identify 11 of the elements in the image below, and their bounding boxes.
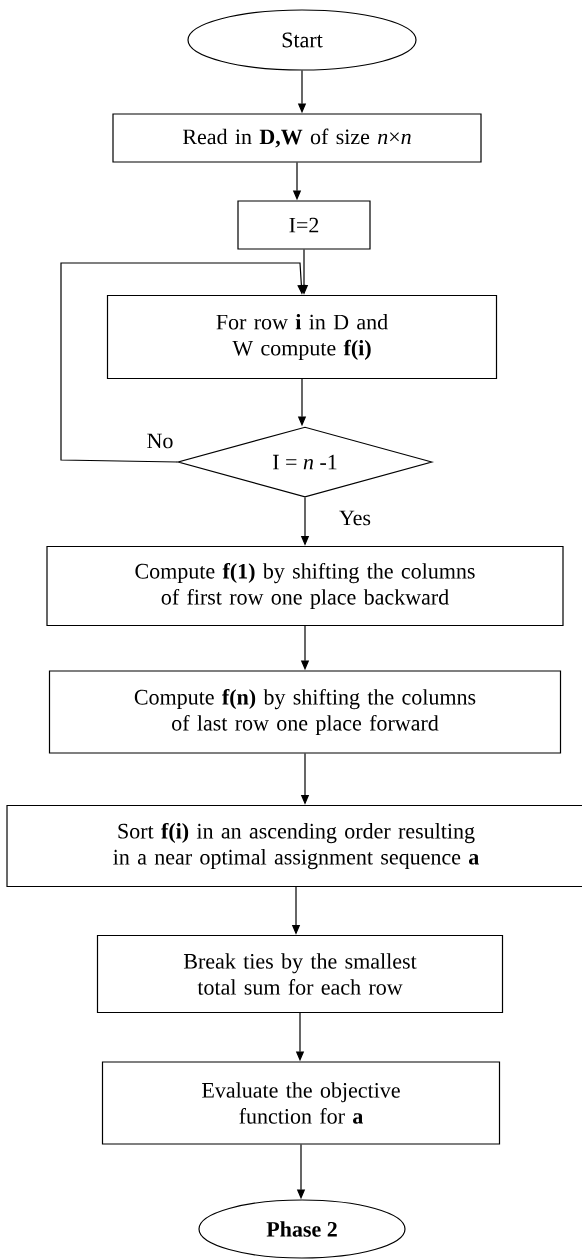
process-box: Sort f(i) in an ascending order resulting in a near optimal assignment sequence a: [6, 804, 582, 888]
edge-label: No: [145, 432, 175, 450]
process-box: Evaluate the objective function for a: [101, 1061, 501, 1145]
process-box: Read in D,W of size n×n: [112, 113, 482, 163]
process-box: Compute f(1) by shifting the columns of first row one place backward: [46, 545, 564, 627]
process-box: Compute f(n) by shifting the columns of last row one place forward: [48, 670, 562, 754]
arrow: [60, 262, 306, 463]
process-box: I=2: [237, 200, 371, 250]
edge-label: Yes: [338, 509, 372, 527]
process-box: For row i in D and W compute f(i): [106, 294, 498, 380]
process-box: Break ties by the smallest total sum for each row: [96, 934, 504, 1014]
